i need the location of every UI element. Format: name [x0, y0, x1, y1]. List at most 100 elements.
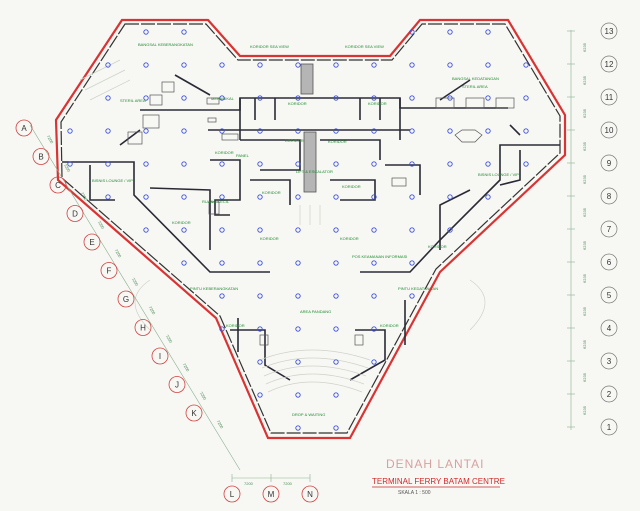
- structural-column: [181, 227, 187, 233]
- grid-col-marker: [134, 319, 152, 336]
- grid-row-dimension: 6235: [582, 108, 587, 118]
- grid-row-marker: [600, 385, 618, 403]
- grid-row-marker: [600, 220, 618, 238]
- structural-column: [143, 161, 149, 167]
- grid-col-label: N: [307, 490, 313, 499]
- grid-row-label: 6: [607, 258, 612, 267]
- structural-column: [333, 161, 339, 167]
- label-koridor-left-upper: KORIDOR: [215, 150, 234, 155]
- label-steril-area-right: STERIL AREA: [462, 84, 488, 89]
- structural-column: [371, 95, 377, 101]
- structural-column: [447, 194, 453, 200]
- label-area-pandang: AREA PANDANG: [300, 309, 331, 314]
- grid-row-dimension: 6235: [582, 42, 587, 52]
- structural-column: [295, 194, 301, 200]
- structural-column: [523, 128, 529, 134]
- structural-column: [295, 392, 301, 398]
- grid-col-label: F: [107, 267, 112, 276]
- grid-row-marker: [600, 286, 618, 304]
- label-drop-waiting: DROP & WAITING: [292, 412, 325, 417]
- structural-column: [371, 128, 377, 134]
- structural-column: [257, 95, 263, 101]
- grid-col-label: L: [230, 490, 235, 499]
- structural-column: [219, 326, 225, 332]
- structural-column: [143, 194, 149, 200]
- structural-column: [257, 392, 263, 398]
- structural-column: [257, 161, 263, 167]
- structural-column: [485, 29, 491, 35]
- grid-col-marker: [223, 485, 241, 503]
- label-koridor-right-bottom: KORIDOR: [380, 323, 399, 328]
- structural-column: [295, 62, 301, 68]
- grid-col-label: C: [55, 181, 61, 190]
- structural-column: [143, 95, 149, 101]
- grid-row-label: 11: [605, 93, 614, 102]
- grid-col-axis: A7200B7200C7200D7200E7200F7200G7200H7200…: [15, 119, 319, 503]
- grid-row-marker: [600, 22, 618, 40]
- grid-row-dimension: 6235: [582, 141, 587, 151]
- grid-row-label: 3: [607, 357, 612, 366]
- label-koridor-right-upper: KORIDOR: [342, 184, 361, 189]
- structural-column: [371, 62, 377, 68]
- label-bisnis-lounge-left: BISNIS LOUNGE / VIP: [92, 178, 133, 183]
- grid-row-dimension: 6235: [582, 174, 587, 184]
- structural-column: [257, 128, 263, 134]
- label-bisnis-lounge-right: BISNIS LOUNGE / VIP: [478, 172, 519, 177]
- grid-col-marker: [168, 376, 186, 393]
- structural-column: [219, 62, 225, 68]
- structural-column: [181, 128, 187, 134]
- label-bangsal-keberangkatan: BANGSAL KEBERANGKATAN: [138, 42, 193, 47]
- structural-column: [219, 194, 225, 200]
- structural-column: [447, 29, 453, 35]
- structural-column: [105, 95, 111, 101]
- bottom-dimension: 7200 7200: [231, 474, 311, 486]
- label-ruang-kecil: RUANG KECIL: [202, 199, 230, 204]
- drawing-scale: SKALA 1 : 500: [398, 490, 431, 496]
- structural-column: [409, 293, 415, 299]
- grid-col-dimension: 7200: [63, 163, 72, 174]
- structural-column: [409, 95, 415, 101]
- structural-column: [295, 161, 301, 167]
- label-koridor-sea-view-2: KORIDOR SEA VIEW: [345, 44, 384, 49]
- label-steril-area-left: STERIL AREA: [120, 98, 146, 103]
- structural-column: [257, 293, 263, 299]
- interior-walls: [62, 74, 560, 381]
- structural-column: [447, 128, 453, 134]
- grid-col-marker: [15, 119, 33, 137]
- structural-column: [67, 161, 73, 167]
- structural-column: [333, 260, 339, 266]
- structural-column: [219, 227, 225, 233]
- grid-row-marker: [600, 121, 618, 139]
- structural-column: [181, 29, 187, 35]
- ghost-stair-pattern: [79, 59, 486, 393]
- structural-column: [257, 359, 263, 365]
- label-mekanikal: MEKANIKAL: [211, 96, 235, 101]
- structural-column: [257, 326, 263, 332]
- drawing-title-ghost: DENAH LANTAI: [386, 457, 484, 471]
- grid-col-dimension: 7200: [114, 248, 123, 259]
- structural-column: [219, 95, 225, 101]
- grid-col-marker: [32, 148, 50, 165]
- grid-row-label: 5: [607, 291, 612, 300]
- grid-col-label: K: [191, 409, 197, 418]
- structural-column: [447, 227, 453, 233]
- grid-col-dimension: 7200: [131, 277, 140, 288]
- grid-col-dimension: 7200: [216, 419, 225, 430]
- grid-col-label: A: [21, 124, 27, 133]
- label-koridor-top: KORIDOR: [288, 101, 307, 106]
- grid-row-label: 4: [607, 324, 612, 333]
- structural-column: [181, 194, 187, 200]
- structural-column: [409, 227, 415, 233]
- structural-column: [105, 194, 111, 200]
- grid-row-dimension: 6235: [582, 207, 587, 217]
- structural-column: [143, 227, 149, 233]
- structural-column: [409, 128, 415, 134]
- grid-row-dimension: 6235: [582, 405, 587, 415]
- structural-column: [371, 326, 377, 332]
- bottom-dim-2: 7200: [283, 481, 293, 486]
- grid-col-label: B: [38, 153, 43, 162]
- grid-row-label: 12: [605, 60, 614, 69]
- structural-column: [143, 128, 149, 134]
- grid-row-label: 7: [607, 225, 612, 234]
